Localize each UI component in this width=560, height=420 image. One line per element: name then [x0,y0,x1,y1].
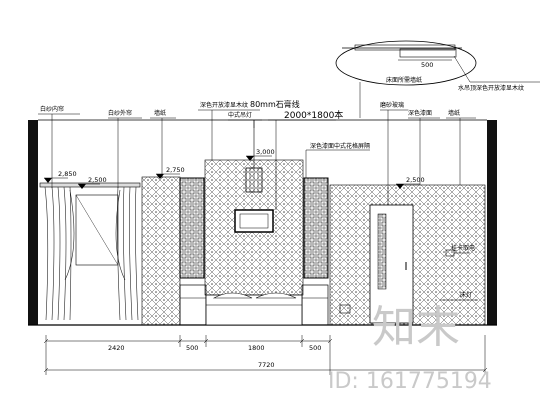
label-gypsum-line: 80mm石膏线 [250,99,300,109]
label-frosted-glass: 磨砂玻璃 [380,101,404,109]
label-painting-size: 2000*1800本 [284,109,343,121]
lattice-screen-right [303,177,329,279]
level-mark-2: 2,500 [88,176,107,184]
curtains [39,182,141,321]
dim-seg-1: 2420 [108,344,125,352]
label-wall-lamp: 床灯 [460,291,472,299]
dim-seg-3: 1800 [248,344,265,352]
label-curtain-inner: 白纱外帘 [108,109,132,117]
label-chinese-screen: 深色漆面中式花格屏隔 [310,142,370,150]
level-mark-1: 2,850 [58,170,77,178]
wallpaper-panel-left [141,176,181,326]
annotations [38,109,478,301]
framed-picture [234,209,274,233]
label-curtain-sheer: 白纱内帘 [40,105,64,113]
watermark-id: ID: 161775194 [328,369,492,394]
level-mark-3: 2,750 [166,166,185,174]
wall-lamp-fixture [339,304,351,314]
label-dark-paint-surface: 深色漆面 [408,109,432,117]
level-mark-5: 2,500 [406,176,425,184]
lattice-screen-left [179,177,205,279]
dim-seg-2: 500 [186,344,198,352]
detail-note: 水吊顶深色开放漆显木纹 [458,84,524,92]
bed [205,292,303,326]
detail-dim: 500 [421,61,433,69]
label-switch-box: 挂卡取电 [451,244,475,252]
label-wallpaper-right: 墙纸 [448,109,460,117]
door [369,204,414,324]
right-wall-section [487,120,497,325]
label-chinese-lamp: 中式吊灯 [228,111,252,119]
nightstand-right [301,284,329,326]
nightstand-left [179,284,207,326]
dim-seg-4: 500 [309,344,321,352]
detail-callout: 500 床面所需墙纸 水吊顶深色开放漆显木纹 [335,40,540,118]
dimension-lines [43,335,488,375]
label-wallpaper-left: 墙纸 [154,109,166,117]
level-markers: 2,850 2,500 2,750 3,000 2,500 [44,148,425,189]
label-dark-open-paint: 深色开放漆显木纹 [200,101,248,109]
left-wall-section [28,120,38,325]
watermark-logo: 知末 [372,302,460,353]
detail-label: 床面所需墙纸 [386,76,422,84]
level-mark-4: 3,000 [256,148,275,156]
dim-total: 7720 [258,361,275,369]
